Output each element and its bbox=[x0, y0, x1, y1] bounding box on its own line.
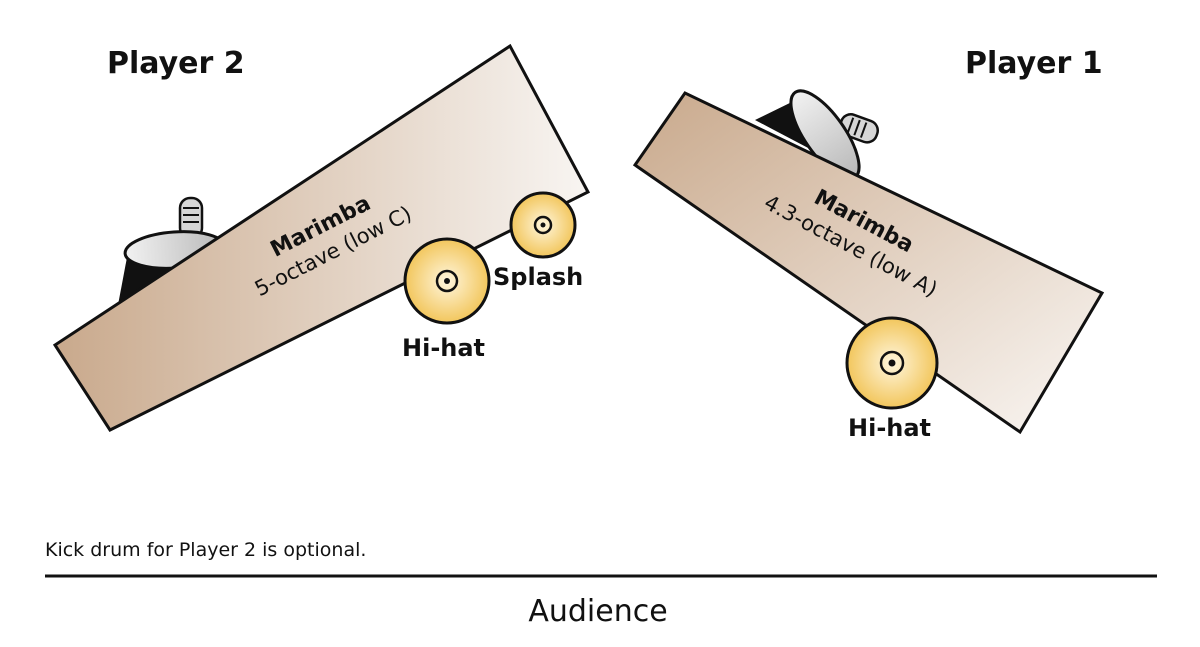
audience-label: Audience bbox=[528, 594, 667, 629]
hihat-label-player1: Hi-hat bbox=[848, 414, 931, 442]
hihat-cymbal-player2 bbox=[403, 237, 491, 325]
kick-drum-player1 bbox=[755, 89, 879, 181]
player2-label: Player 2 bbox=[107, 46, 245, 81]
player1-label: Player 1 bbox=[965, 46, 1103, 81]
kick-pedal-icon bbox=[178, 196, 204, 240]
kick-drum-note: Kick drum for Player 2 is optional. bbox=[45, 539, 366, 561]
hihat-cymbal-player1 bbox=[845, 316, 939, 410]
splash-cymbal bbox=[509, 191, 577, 259]
splash-label: Splash bbox=[493, 263, 583, 291]
hihat-label-player2: Hi-hat bbox=[402, 334, 485, 362]
marimba-player2: Marimba 5-octave (low C) bbox=[52, 43, 591, 432]
